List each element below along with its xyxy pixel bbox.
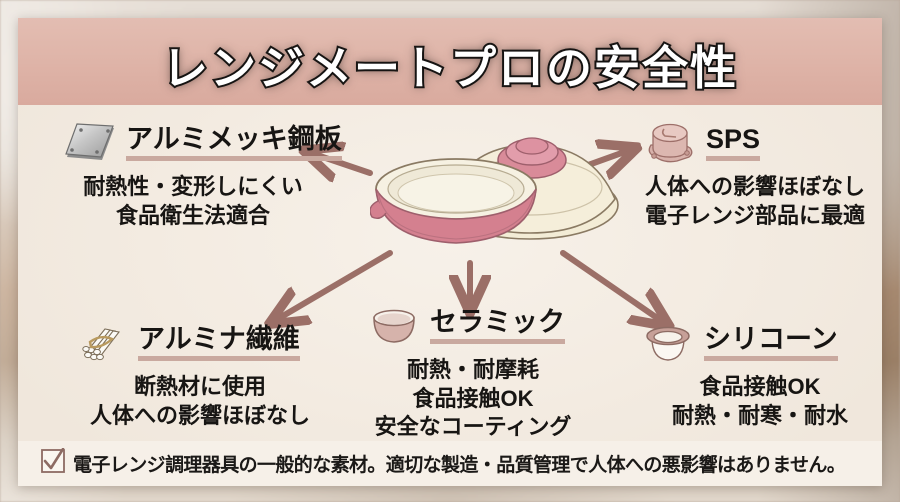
cooking-pot-illustration bbox=[370, 137, 619, 244]
pot-body-icon bbox=[370, 158, 537, 244]
description-line: 耐熱・耐寒・耐水 bbox=[671, 402, 848, 428]
block-description: 食品接触OK 耐熱・耐寒・耐水 bbox=[630, 373, 882, 430]
block-header: アルミメッキ鋼板 bbox=[48, 120, 342, 166]
machine-part-icon bbox=[642, 120, 698, 166]
diagram-body: アルミメッキ鋼板 耐熱性・変形しにくい 食品衛生法適合 bbox=[18, 105, 882, 441]
block-silicone: シリコーン 食品接触OK 耐熱・耐寒・耐水 bbox=[630, 320, 882, 430]
description-line: 食品接触OK bbox=[699, 374, 821, 399]
block-description: 耐熱性・変形しにくい 食品衛生法適合 bbox=[48, 173, 338, 230]
block-title: アルミメッキ鋼板 bbox=[126, 125, 342, 161]
fiber-bundle-icon bbox=[74, 320, 130, 366]
block-description: 耐熱・耐摩耗 食品接触OK 安全なコーティング bbox=[348, 356, 598, 442]
silicone-mold-icon bbox=[640, 320, 696, 366]
description-line: 食品衛生法適合 bbox=[115, 202, 270, 228]
block-title: セラミック bbox=[430, 308, 565, 344]
block-sps: SPS 人体への影響ほぼなし 電子レンジ部品に最適 bbox=[630, 120, 880, 230]
block-ceramic: セラミック 耐熱・耐摩耗 食品接触OK 安全なコーティング bbox=[348, 303, 598, 442]
block-title: SPS bbox=[706, 125, 761, 161]
block-alumina-fiber: アルミナ繊維 断熱材に使用 人体への影響ほぼなし bbox=[60, 320, 340, 430]
block-description: 人体への影響ほぼなし 電子レンジ部品に最適 bbox=[630, 173, 880, 230]
description-line: 耐熱性・変形しにくい bbox=[83, 174, 303, 199]
description-line: 人体への影響ほぼなし bbox=[644, 174, 865, 199]
page-title: レンジメートプロの安全性 bbox=[160, 40, 738, 96]
checkbox-checked-icon bbox=[40, 447, 66, 479]
block-title: アルミナ繊維 bbox=[138, 325, 300, 361]
description-line: 断熱材に使用 bbox=[133, 374, 266, 399]
title-banner: レンジメートプロの安全性 bbox=[18, 18, 882, 105]
metal-plate-icon bbox=[62, 120, 118, 166]
description-line: 電子レンジ部品に最適 bbox=[644, 202, 865, 228]
footer-note: 電子レンジ調理器具の一般的な素材。適切な製造・品質管理で人体への悪影響はありませ… bbox=[18, 441, 882, 486]
block-aluminized-steel: アルミメッキ鋼板 耐熱性・変形しにくい 食品衛生法適合 bbox=[48, 120, 342, 230]
block-title: シリコーン bbox=[704, 325, 838, 361]
description-line: 人体への影響ほぼなし bbox=[89, 402, 310, 428]
block-header: アルミナ繊維 bbox=[60, 320, 340, 366]
description-line: 安全なコーティング bbox=[374, 414, 572, 440]
block-description: 断熱材に使用 人体への影響ほぼなし bbox=[60, 373, 340, 430]
description-line: 食品接触OK bbox=[412, 385, 534, 411]
block-header: SPS bbox=[630, 120, 880, 166]
block-header: セラミック bbox=[348, 303, 598, 349]
ceramic-bowl-icon bbox=[366, 303, 422, 349]
description-line: 耐熱・耐摩耗 bbox=[406, 357, 539, 382]
infographic-card: レンジメートプロの安全性 bbox=[18, 18, 882, 486]
block-header: シリコーン bbox=[630, 320, 882, 366]
footer-text: 電子レンジ調理器具の一般的な素材。適切な製造・品質管理で人体への悪影響はありませ… bbox=[73, 455, 846, 476]
